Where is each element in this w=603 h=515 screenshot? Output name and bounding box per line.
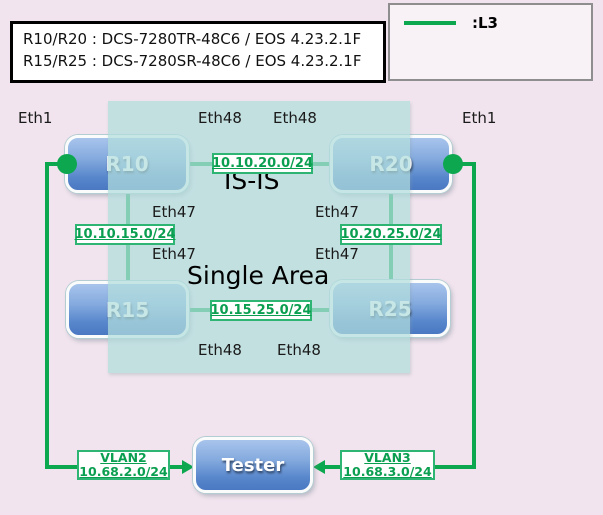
network-label-r15-r25: 10.15.25.0/24 xyxy=(210,300,312,321)
network-label-r10-r20: 10.10.20.0/24 xyxy=(212,153,313,174)
device-info-box: R10/R20 : DCS-7280TR-48C6 / EOS 4.23.2.1… xyxy=(10,21,386,83)
legend: :L3 xyxy=(388,3,593,81)
network-label-vlan3: VLAN3 10.68.3.0/24 xyxy=(340,450,435,480)
tester-node: Tester xyxy=(193,437,313,493)
arrowhead-into-tester-right-icon xyxy=(313,460,325,474)
network-label-r20-r25: 10.20.25.0/24 xyxy=(340,224,442,245)
vlan-subnet: 10.68.3.0/24 xyxy=(343,464,432,479)
port-label-r25-eth47: Eth47 xyxy=(315,245,359,263)
vlan-name: VLAN2 xyxy=(100,450,147,465)
link-r10-to-tester-vertical xyxy=(45,162,49,469)
link-r20-to-tester-vertical xyxy=(472,162,476,469)
network-subnet: 10.10.20.0/24 xyxy=(212,156,313,171)
link-endpoint-dot-r10 xyxy=(57,154,77,174)
network-label-vlan2: VLAN2 10.68.2.0/24 xyxy=(77,450,170,480)
device-info-line: R15/R25 : DCS-7280SR-48C6 / EOS 4.23.2.1… xyxy=(23,52,362,70)
port-label-r15-eth47: Eth47 xyxy=(152,245,196,263)
port-label-r15-eth48: Eth48 xyxy=(198,341,242,359)
network-label-r10-r15: 10.10.15.0/24 xyxy=(74,224,176,245)
link-vlan3-segment-left xyxy=(325,465,340,469)
network-subnet: 10.15.25.0/24 xyxy=(210,303,312,318)
vlan-name: VLAN3 xyxy=(364,450,411,465)
device-info-line: R10/R20 : DCS-7280TR-48C6 / EOS 4.23.2.1… xyxy=(23,30,362,48)
link-endpoint-dot-r20 xyxy=(443,154,463,174)
port-label-r20-eth48: Eth48 xyxy=(273,109,317,127)
area-scope-label: Single Area xyxy=(187,261,330,290)
port-label-r10-eth47: Eth47 xyxy=(152,203,196,221)
network-subnet: 10.10.15.0/24 xyxy=(74,227,176,242)
link-r10-eth1-segment xyxy=(45,162,67,166)
link-vlan2-segment-right xyxy=(170,465,183,469)
link-r20-eth1-segment xyxy=(453,162,476,166)
arrowhead-into-tester-left-icon xyxy=(182,460,194,474)
port-label-r10-eth1: Eth1 xyxy=(18,109,53,127)
port-label-r10-eth48: Eth48 xyxy=(198,109,242,127)
link-vlan3-segment-right xyxy=(435,465,476,469)
vlan-subnet: 10.68.2.0/24 xyxy=(79,464,168,479)
port-label-r20-eth1: Eth1 xyxy=(462,109,497,127)
port-label-r25-eth48: Eth48 xyxy=(277,341,321,359)
legend-label: :L3 xyxy=(472,14,498,32)
network-subnet: 10.20.25.0/24 xyxy=(340,227,442,242)
link-vlan2-segment-left xyxy=(45,465,79,469)
l3-link-legend-line-icon xyxy=(404,21,456,25)
port-label-r20-eth47: Eth47 xyxy=(315,203,359,221)
